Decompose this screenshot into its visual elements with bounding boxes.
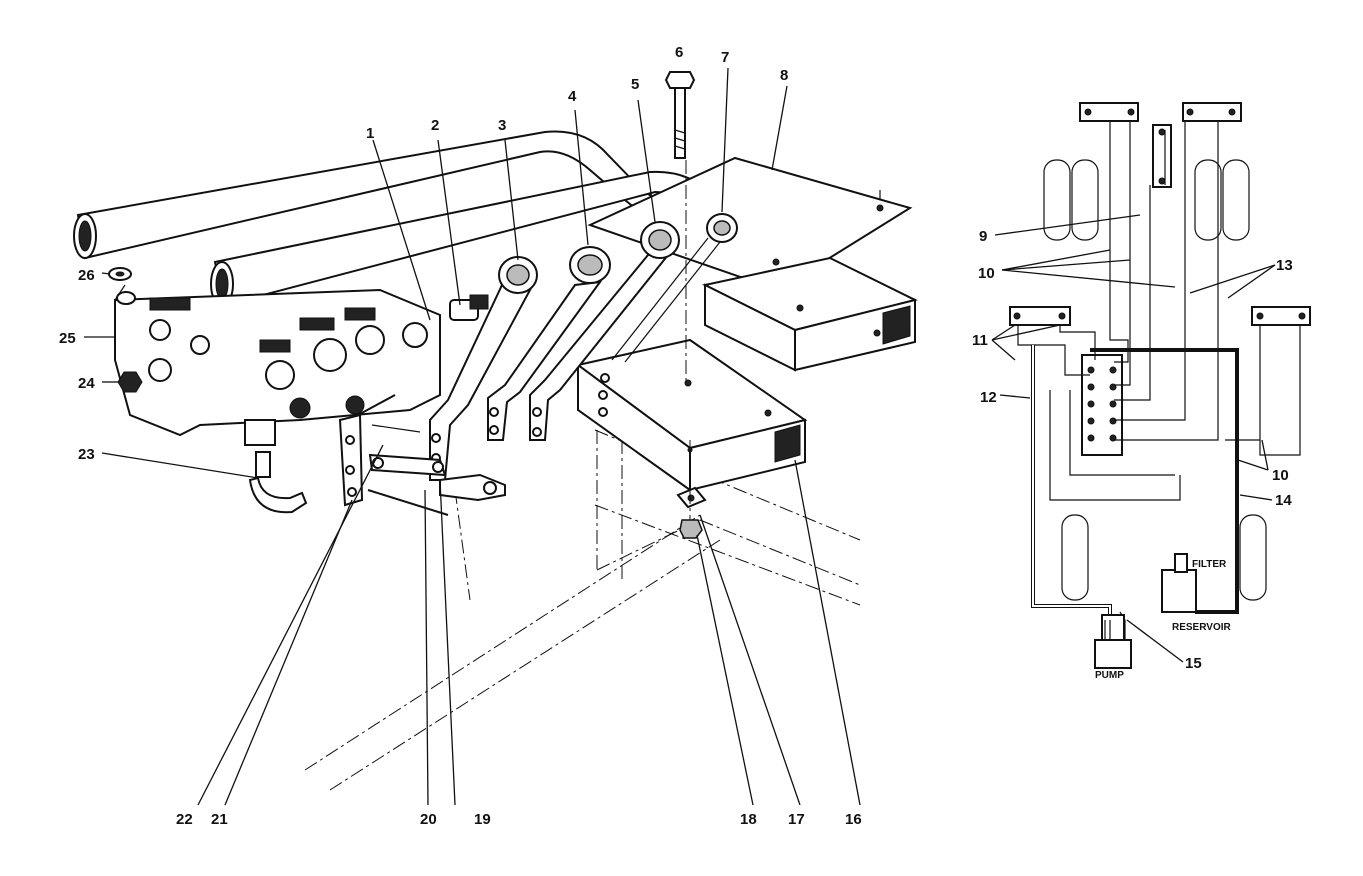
control-valve: [114, 284, 441, 446]
callout-18: 18: [740, 811, 757, 828]
callout-24: 24: [78, 375, 95, 392]
callout-19: 19: [474, 811, 491, 828]
callout-9: 9: [979, 228, 987, 245]
callout-21: 21: [211, 811, 228, 828]
lever-arm-5: [529, 221, 680, 441]
callout-22: 22: [176, 811, 193, 828]
elbow-fitting-23: [248, 451, 308, 514]
filter: [1174, 553, 1188, 573]
callout-25: 25: [59, 330, 76, 347]
linkage-parts: [338, 394, 506, 516]
pump: [1094, 614, 1132, 669]
callout-8: 8: [780, 67, 788, 84]
reservoir-label: RESERVOIR: [1172, 622, 1231, 633]
square-tube-upper: [702, 256, 918, 372]
callout-1: 1: [366, 125, 374, 142]
square-tube-lower: [575, 338, 808, 492]
callout-5: 5: [631, 76, 639, 93]
reservoir: [1161, 569, 1197, 613]
washer-26: [108, 267, 132, 281]
cylinders: [1009, 102, 1311, 326]
schematic-leaders: [991, 214, 1276, 663]
callout-6: 6: [675, 44, 683, 61]
callout-14: 14: [1275, 492, 1292, 509]
washer-17-18: [676, 440, 707, 539]
callout-2: 2: [431, 117, 439, 134]
callout-26: 26: [78, 267, 95, 284]
hydraulic-schematic: [991, 102, 1311, 669]
wheel-outlines: [1043, 159, 1267, 601]
hose-lines: [1017, 122, 1301, 650]
callout-12: 12: [980, 389, 997, 406]
long-bolt: [664, 71, 696, 385]
callout-labels: 1 2 3 4 5 6 7 8 9 10 10 11 12 13 14 15 1…: [59, 44, 1293, 828]
exploded-assembly: [73, 67, 918, 806]
pump-label: PUMP: [1095, 670, 1124, 681]
lever-arm-4: [487, 246, 611, 441]
assembly-leaders: [84, 67, 861, 806]
callout-7: 7: [721, 49, 729, 66]
callout-3: 3: [498, 117, 506, 134]
callout-4: 4: [568, 88, 577, 105]
bushing-7: [611, 213, 738, 363]
callout-20: 20: [420, 811, 437, 828]
callout-10-upper: 10: [978, 265, 995, 282]
callout-15: 15: [1185, 655, 1202, 672]
callout-11: 11: [972, 332, 988, 349]
callout-17: 17: [788, 811, 805, 828]
filter-label: FILTER: [1192, 559, 1227, 570]
callout-10-lower: 10: [1272, 467, 1289, 484]
callout-13: 13: [1276, 257, 1293, 274]
callout-23: 23: [78, 446, 95, 463]
callout-16: 16: [845, 811, 862, 828]
elbow-fitting-2: [449, 294, 489, 321]
frame-centerlines: [304, 429, 861, 791]
valve-bank: [1081, 354, 1123, 456]
